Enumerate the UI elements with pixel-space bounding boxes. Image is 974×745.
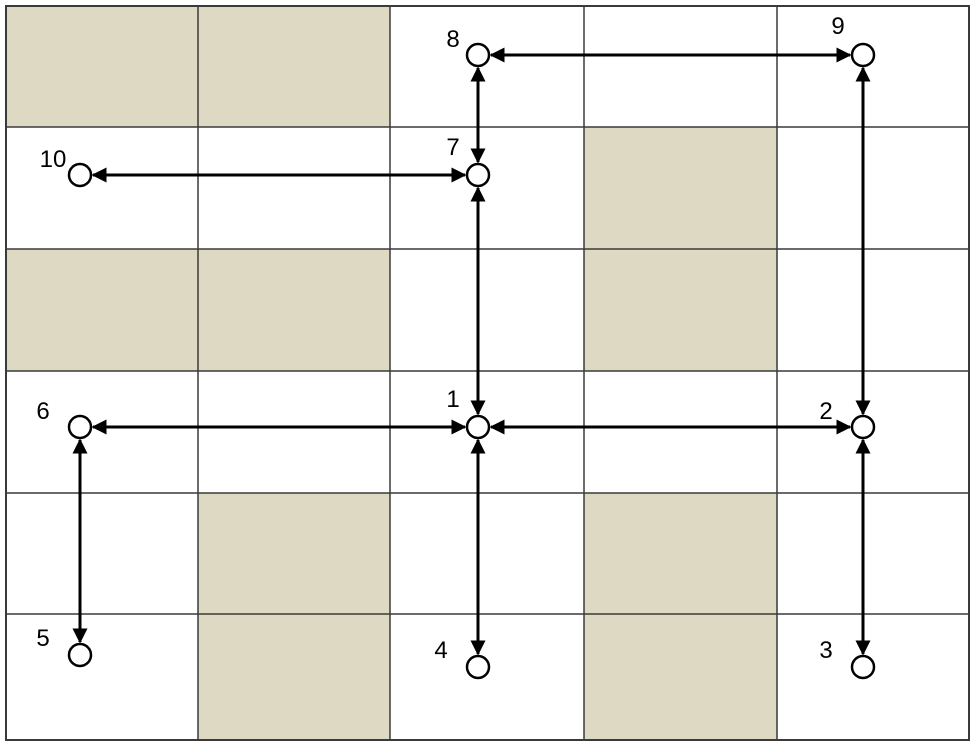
- node-6: [67, 414, 93, 440]
- node-label-1: 1: [446, 386, 459, 413]
- grid-border: [5, 5, 970, 741]
- node-label-4: 4: [434, 637, 447, 664]
- graph-nodes: [67, 42, 876, 680]
- shaded-cell-r4-c3: [584, 493, 777, 614]
- shaded-cell-r1-c3: [584, 127, 777, 249]
- shaded-cell-r5-c1: [198, 614, 390, 740]
- graph-edges: [72, 47, 871, 656]
- node-9: [850, 42, 876, 68]
- node-1: [465, 414, 491, 440]
- node-7: [465, 162, 491, 188]
- grid-cells: [6, 6, 777, 740]
- shaded-cell-r2-c0: [6, 249, 198, 371]
- node-10: [67, 162, 93, 188]
- node-labels: 1 2 3 4 5 6 7 8 9 10: [36, 13, 844, 664]
- node-label-3: 3: [819, 637, 832, 664]
- shaded-cell-r2-c3: [584, 249, 777, 371]
- grid-lines: [5, 5, 970, 741]
- shaded-cell-r0-c0: [6, 6, 198, 127]
- node-label-5: 5: [36, 625, 49, 652]
- node-label-9: 9: [831, 13, 844, 40]
- node-label-8: 8: [446, 26, 459, 53]
- node-2: [850, 414, 876, 440]
- shaded-cell-r4-c1: [198, 493, 390, 614]
- node-8: [465, 42, 491, 68]
- shaded-cell-r2-c1: [198, 249, 390, 371]
- node-label-7: 7: [446, 134, 459, 161]
- node-label-2: 2: [819, 398, 832, 425]
- node-4: [465, 654, 491, 680]
- shaded-cell-r0-c1: [198, 6, 390, 127]
- node-label-6: 6: [36, 398, 49, 425]
- node-label-10: 10: [40, 146, 67, 173]
- node-5: [67, 642, 93, 668]
- node-3: [850, 654, 876, 680]
- shaded-cell-r5-c3: [584, 614, 777, 740]
